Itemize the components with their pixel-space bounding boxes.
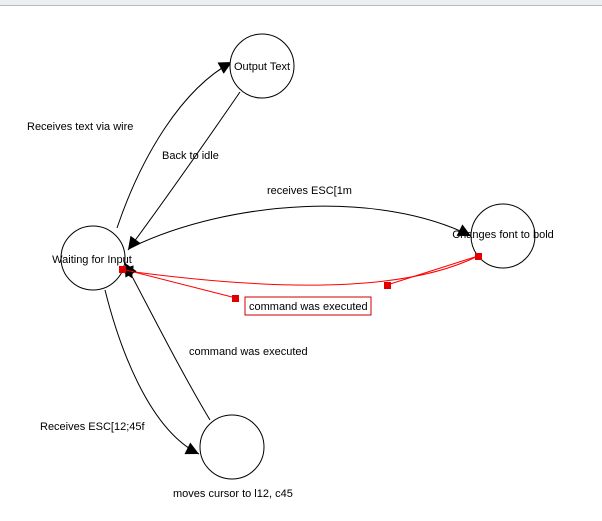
selection-handle-source[interactable]: [119, 266, 126, 273]
node-label-waiting-for-input: Waiting for Input: [52, 254, 132, 266]
selection-handle-target[interactable]: [475, 253, 482, 260]
selection-connector-right: [386, 255, 479, 286]
window-top-border: [0, 0, 602, 6]
edge-label-receives-text[interactable]: Receives text via wire: [27, 121, 133, 133]
state-moves-cursor[interactable]: [199, 414, 265, 480]
state-changes-font-bold[interactable]: [470, 203, 536, 269]
label-moves-cursor[interactable]: moves cursor to l12, c45: [173, 488, 293, 500]
state-waiting-for-input[interactable]: [60, 225, 126, 291]
selection-handle-label-left[interactable]: [232, 295, 239, 302]
edge-label-command-executed-selected[interactable]: command was executed: [249, 301, 368, 313]
edge-back-to-idle[interactable]: [127, 91, 241, 251]
selected-label-box[interactable]: [244, 296, 372, 316]
edge-receives-esc1m[interactable]: [131, 205, 472, 248]
selection-handle-label-right[interactable]: [384, 282, 391, 289]
edge-label-back-to-idle[interactable]: Back to idle: [162, 150, 219, 162]
edge-label-receives-esc12[interactable]: Receives ESC[12;45f: [40, 421, 145, 433]
selection-connector-left: [121, 268, 237, 299]
edge-command-executed-selected[interactable]: [119, 255, 479, 286]
edge-command-executed[interactable]: [124, 262, 211, 421]
edge-label-command-executed[interactable]: command was executed: [189, 346, 308, 358]
node-label-output-text: Output Text: [234, 61, 290, 73]
state-output-text[interactable]: [229, 33, 295, 99]
edge-label-receives-esc1m[interactable]: receives ESC[1m: [267, 185, 352, 197]
edge-receives-text[interactable]: [116, 61, 233, 229]
edge-receives-esc12[interactable]: [104, 289, 200, 455]
node-label-changes-font-bold: Changes font to bold: [452, 229, 554, 241]
